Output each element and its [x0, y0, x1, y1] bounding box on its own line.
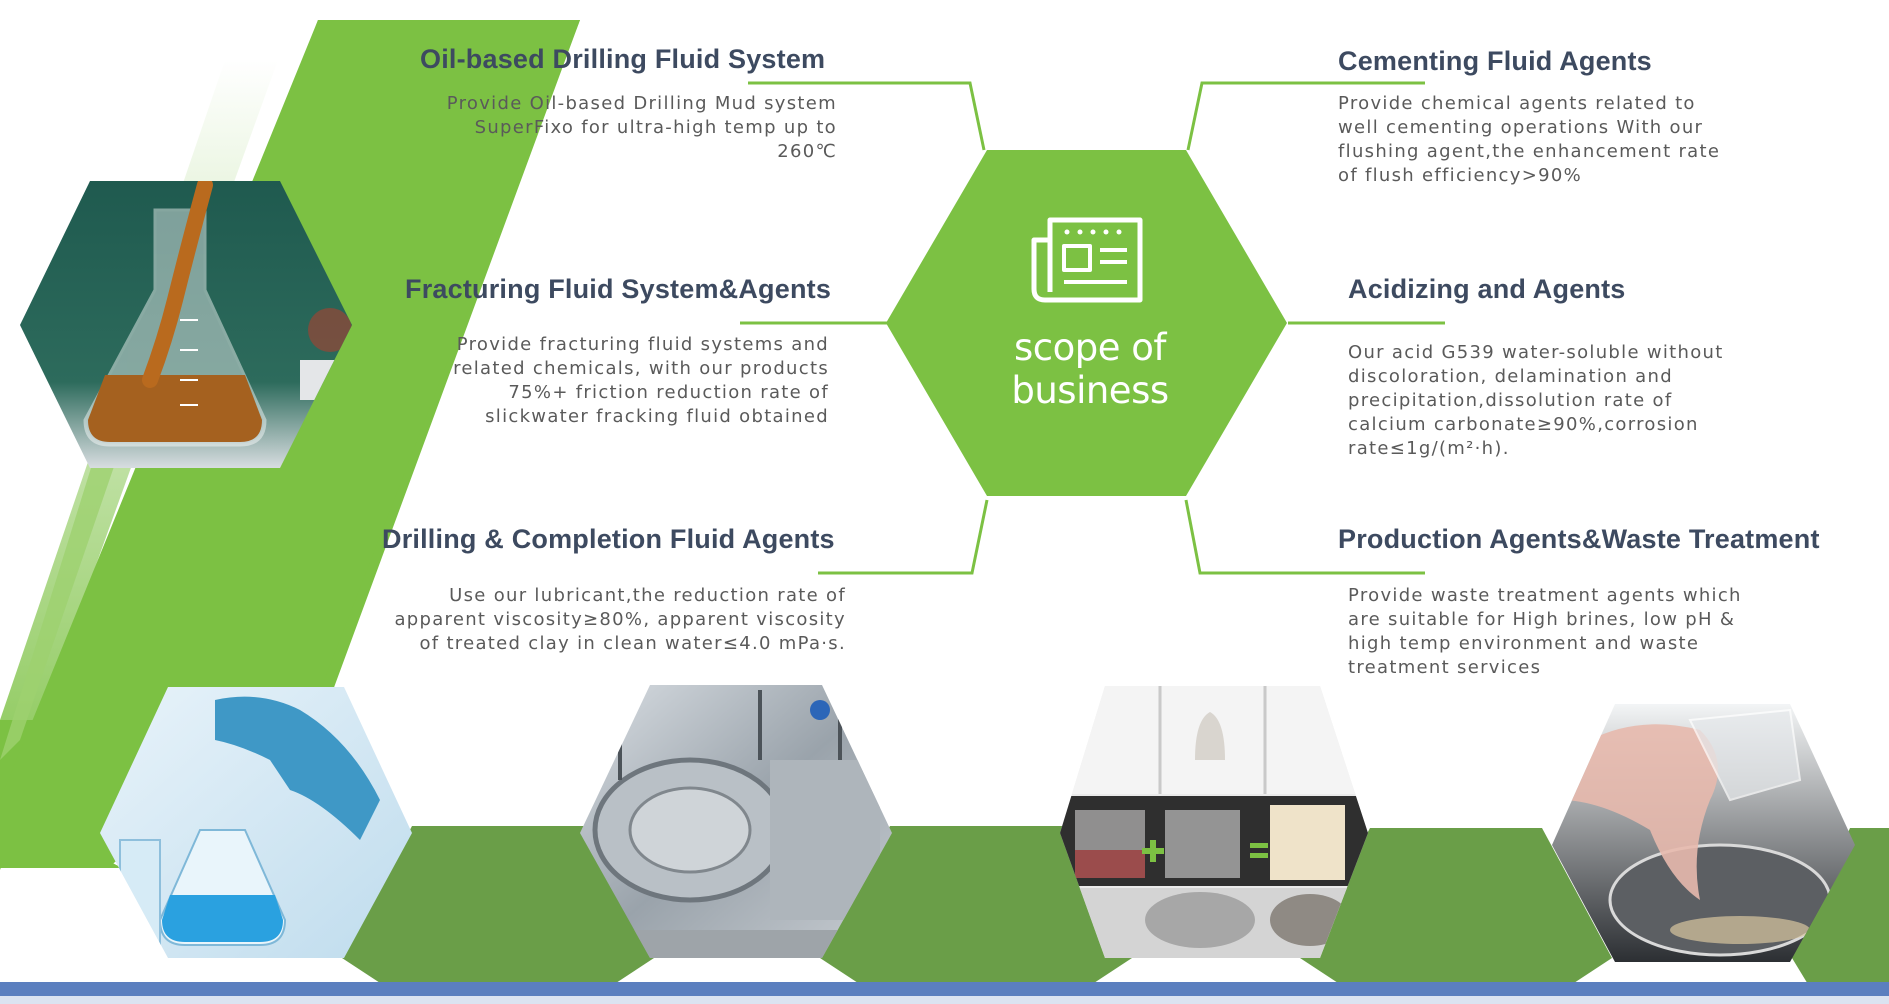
pouring-gel-photo — [1552, 704, 1855, 962]
bottom-bar — [0, 982, 1889, 996]
flask-photo — [20, 181, 352, 468]
section-heading-cementing: Cementing Fluid Agents — [1338, 46, 1652, 76]
desc-line: are suitable for High brines, low pH & — [1348, 609, 1736, 630]
section-desc-production-waste: Provide waste treatment agents which are… — [1348, 584, 1742, 680]
desc-line: precipitation,dissolution rate of — [1348, 390, 1673, 411]
desc-line: Provide fracturing fluid systems and — [456, 334, 829, 355]
section-heading-acidizing: Acidizing and Agents — [1348, 274, 1626, 304]
desc-line: discoloration, delamination and — [1348, 366, 1673, 387]
desc-line: SuperFixo for ultra-high temp up to — [474, 117, 837, 138]
desc-line: Provide chemical agents related to — [1338, 93, 1696, 114]
bottom-hexagons — [342, 826, 1889, 1004]
section-desc-acidizing: Our acid G539 water-soluble without disc… — [1348, 341, 1724, 461]
desc-line: high temp environment and waste — [1348, 633, 1700, 654]
desc-line: 75%+ friction reduction rate of — [508, 382, 829, 403]
desc-line: Use our lubricant,the reduction rate of — [449, 585, 846, 606]
desc-line: calcium carbonate≥90%,corrosion — [1348, 414, 1699, 435]
desc-line: Our acid G539 water-soluble without — [1348, 342, 1724, 363]
desc-line: 260℃ — [777, 141, 837, 162]
section-heading-production-waste: Production Agents&Waste Treatment — [1338, 524, 1820, 554]
desc-line: related chemicals, with our products — [453, 358, 829, 379]
desc-line: apparent viscosity≥80%, apparent viscosi… — [394, 609, 846, 630]
center-hexagon — [886, 150, 1287, 496]
section-desc-drilling-completion: Use our lubricant,the reduction rate of … — [394, 584, 846, 656]
desc-line: treatment services — [1348, 657, 1542, 678]
section-desc-fracturing: Provide fracturing fluid systems and rel… — [453, 333, 829, 429]
beakers-photo — [1060, 686, 1368, 958]
section-heading-oil-based: Oil-based Drilling Fluid System — [420, 44, 826, 74]
connector-lines — [740, 81, 1445, 575]
section-heading-fracturing: Fracturing Fluid System&Agents — [405, 274, 832, 304]
section-heading-drilling-completion: Drilling & Completion Fluid Agents — [382, 524, 835, 554]
center-title: scope of business — [1011, 326, 1169, 412]
desc-line: rate≤1g/(m²·h). — [1348, 438, 1510, 459]
newspaper-icon — [1031, 217, 1143, 303]
section-desc-cementing: Provide chemical agents related to well … — [1338, 92, 1720, 188]
desc-line: Provide Oil-based Drilling Mud system — [446, 93, 837, 114]
section-desc-oil-based: Provide Oil-based Drilling Mud system Su… — [447, 92, 837, 164]
desc-line: of treated clay in clean water≤4.0 mPa·s… — [419, 633, 846, 654]
desc-line: Provide waste treatment agents which — [1348, 585, 1742, 606]
desc-line: flushing agent,the enhancement rate — [1338, 141, 1721, 162]
desc-line: of flush efficiency>90% — [1338, 165, 1582, 186]
desc-line: slickwater fracking fluid obtained — [485, 406, 829, 427]
desc-line: well cementing operations With our — [1338, 117, 1704, 138]
reactor-photo — [580, 685, 892, 958]
